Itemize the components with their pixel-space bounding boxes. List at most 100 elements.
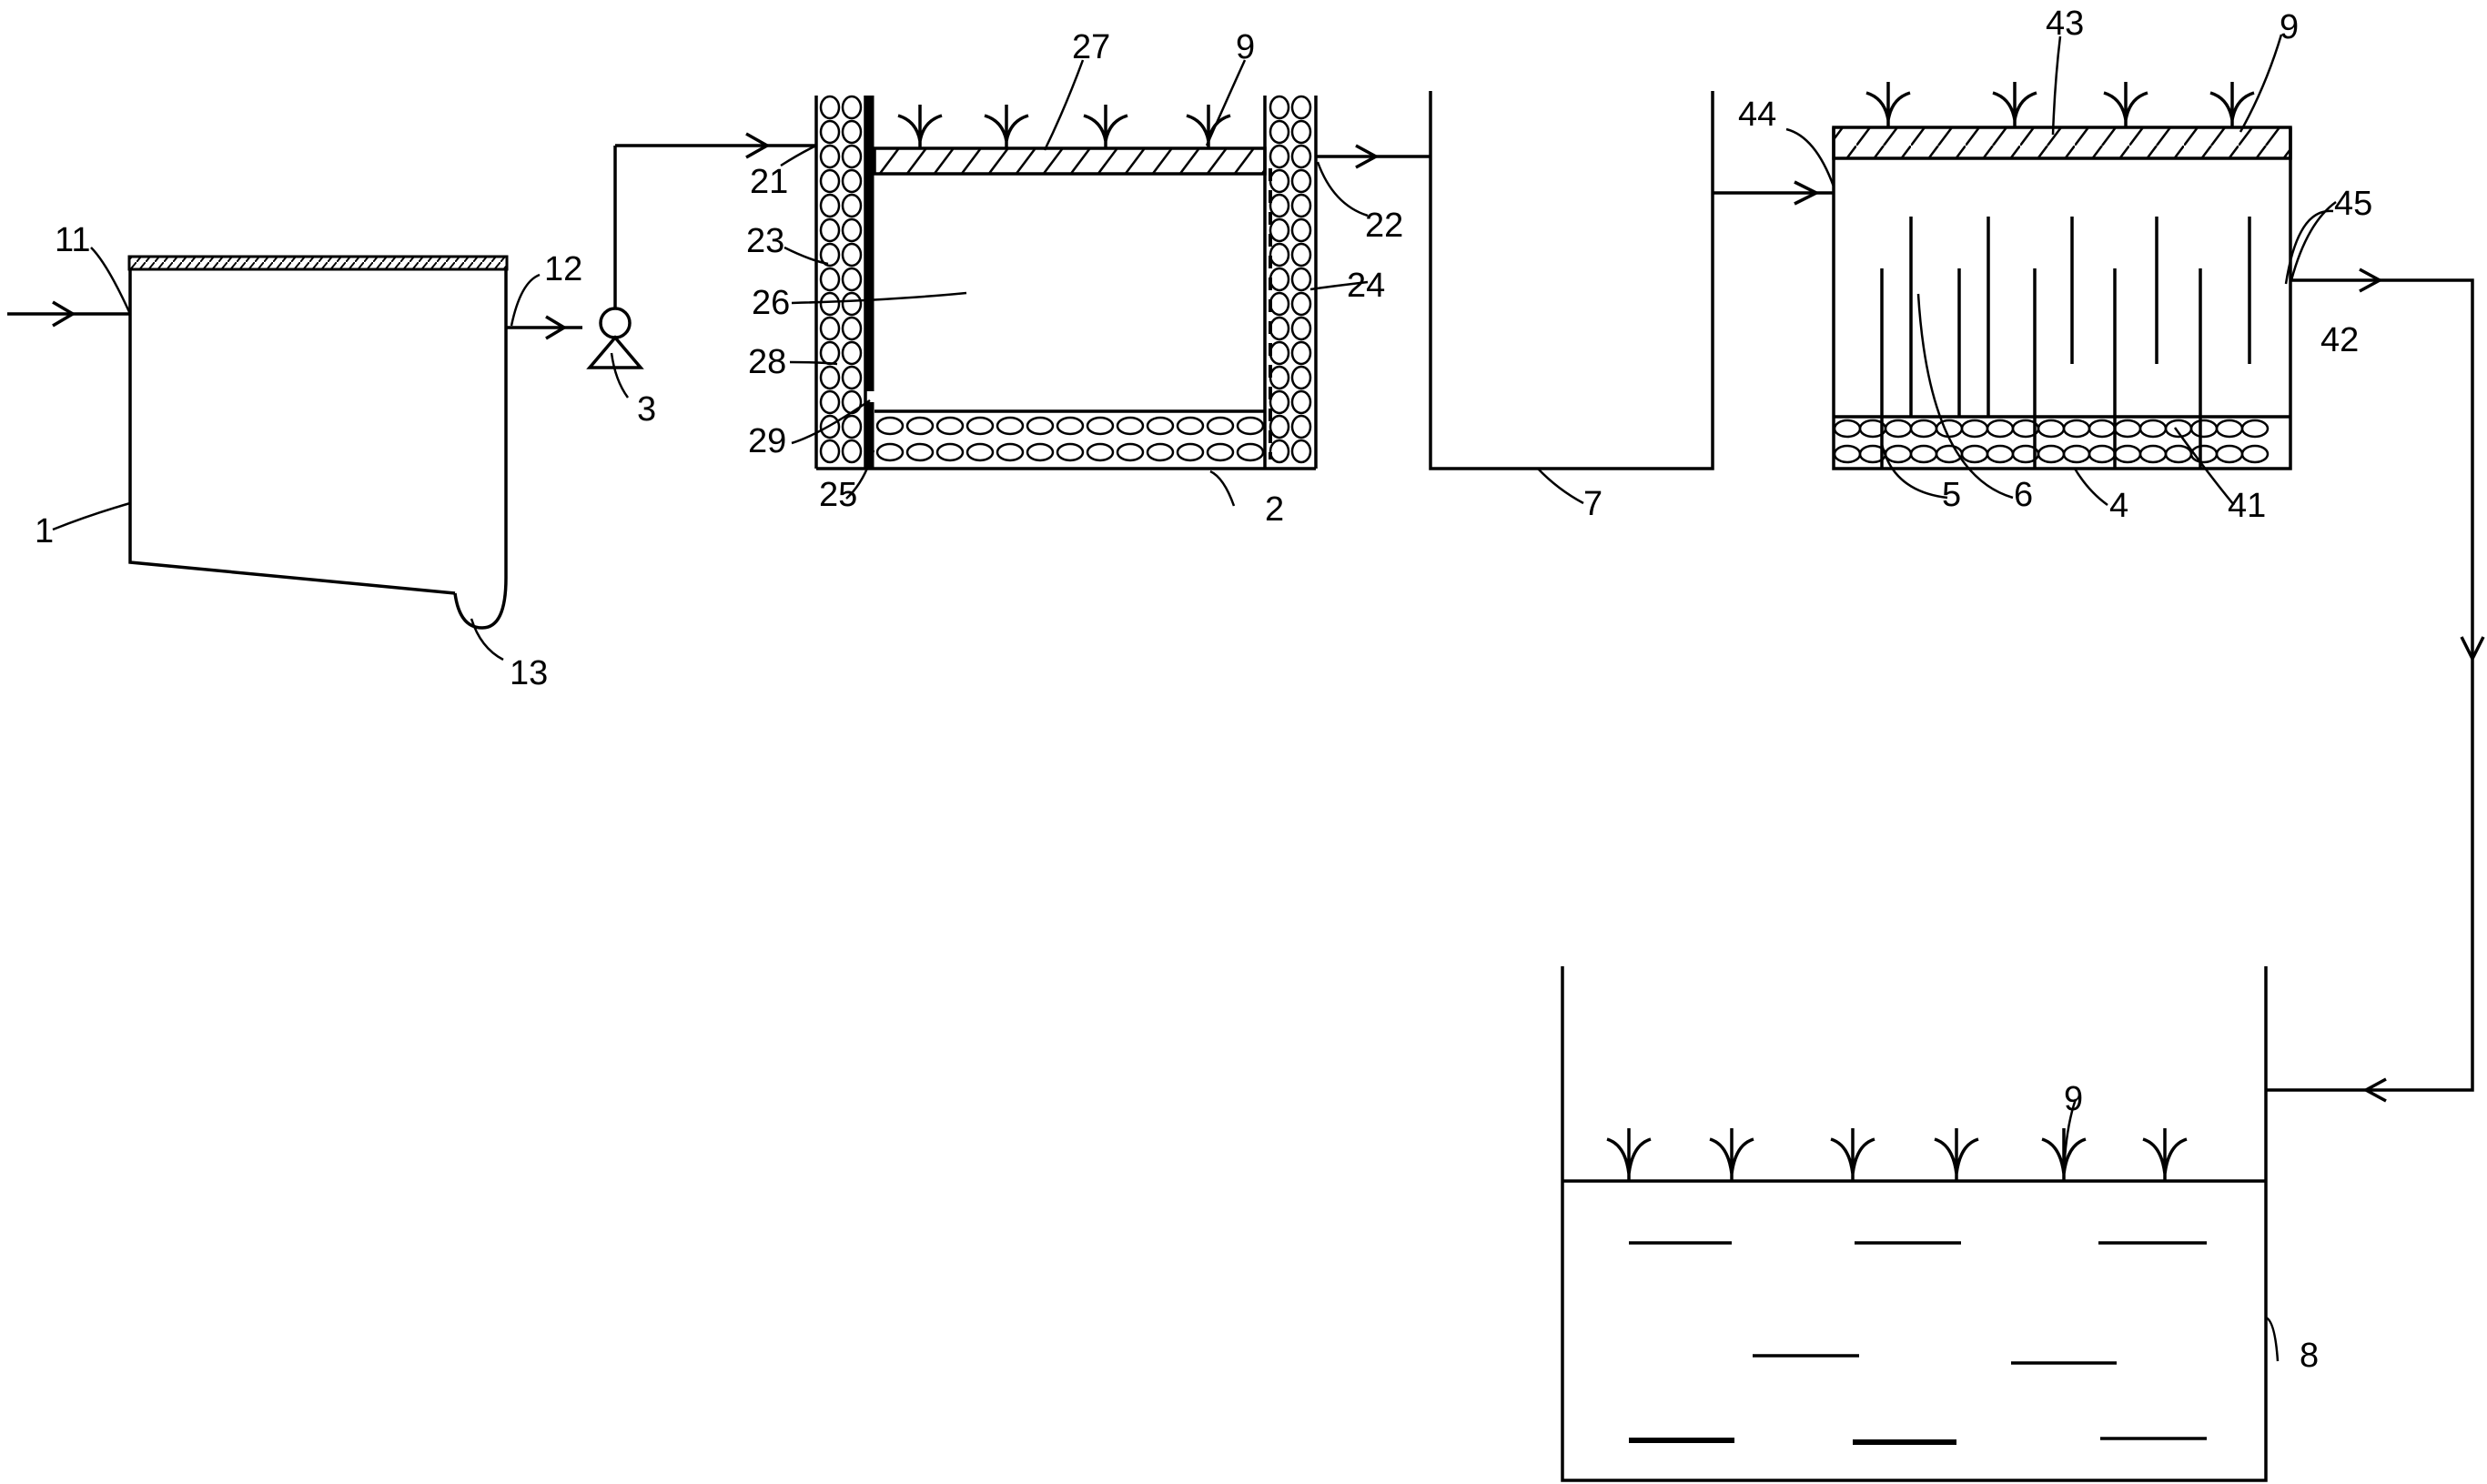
label-7: 7 xyxy=(1583,485,1602,523)
filter-bead xyxy=(1116,442,1145,462)
filter-bead xyxy=(2240,444,2270,464)
filter-bead xyxy=(1290,217,1312,243)
filter-bead xyxy=(2037,419,2066,439)
label-5: 5 xyxy=(1942,476,1961,514)
label-9-pond: 9 xyxy=(2064,1080,2083,1118)
filter-bead xyxy=(819,439,841,464)
plant-icon xyxy=(2209,82,2255,127)
filter-bead xyxy=(935,416,965,436)
plant-icon xyxy=(2142,1128,2188,1181)
filter-bead xyxy=(1909,444,1938,464)
plant-icon xyxy=(897,105,943,148)
filter-bead xyxy=(905,416,935,436)
filter-bead xyxy=(841,168,863,194)
filter-bead xyxy=(819,193,841,218)
filter-bead xyxy=(841,439,863,464)
filter-bead xyxy=(965,442,995,462)
filter-bead xyxy=(1290,267,1312,292)
label-28: 28 xyxy=(748,343,786,381)
filter-bead xyxy=(1236,442,1265,462)
floating-plates xyxy=(1629,1241,2207,1445)
label-4: 4 xyxy=(2109,487,2128,525)
plants-9 xyxy=(897,82,2255,1181)
filter-bead xyxy=(1269,242,1290,268)
filter-bead xyxy=(819,340,841,366)
filter-bead xyxy=(1986,444,2015,464)
filter-bead xyxy=(819,267,841,292)
filter-bead xyxy=(841,144,863,169)
filter-bead xyxy=(1026,442,1055,462)
baffles-5-6 xyxy=(1880,217,2251,469)
plant-icon xyxy=(1709,1128,1754,1181)
filter-bead xyxy=(841,389,863,415)
filter-bead xyxy=(1884,419,1913,439)
filter-bead xyxy=(841,217,863,243)
filter-bead xyxy=(1206,442,1235,462)
label-22: 22 xyxy=(1365,207,1403,245)
filter-bead xyxy=(1290,95,1312,120)
label-21: 21 xyxy=(750,163,788,201)
label-41: 41 xyxy=(2228,487,2266,525)
filter-bead xyxy=(1935,419,1964,439)
reactor-2 xyxy=(814,95,1431,470)
filter-bead xyxy=(819,389,841,415)
filter-bead xyxy=(2189,419,2219,439)
pipe-tank1-to-reactor xyxy=(506,132,816,340)
label-3: 3 xyxy=(637,390,656,429)
plant-icon xyxy=(984,105,1029,148)
label-2: 2 xyxy=(1265,490,1284,529)
filter-bead xyxy=(2215,419,2244,439)
filter-bead xyxy=(1833,444,1862,464)
filter-bead xyxy=(1236,416,1265,436)
filter-bead xyxy=(841,340,863,366)
wetland-4 xyxy=(1832,126,2485,1103)
filter-bead xyxy=(1269,365,1290,390)
filter-bead xyxy=(1290,365,1312,390)
filter-bead xyxy=(1269,193,1290,218)
label-43: 43 xyxy=(2046,5,2084,43)
pump-icon xyxy=(586,307,644,369)
filter-bead xyxy=(819,144,841,169)
filter-bead xyxy=(1884,444,1913,464)
filter-bead xyxy=(875,442,905,462)
filter-bead xyxy=(1176,416,1205,436)
plant-icon xyxy=(1083,105,1128,148)
filter-bead xyxy=(1986,419,2015,439)
filter-bead xyxy=(1116,416,1145,436)
filter-bead xyxy=(2062,444,2091,464)
label-8: 8 xyxy=(2300,1337,2319,1375)
label-25: 25 xyxy=(819,476,857,514)
filter-bead xyxy=(819,365,841,390)
label-9-reactor: 9 xyxy=(1236,28,1255,66)
right-bead-column xyxy=(1269,95,1312,464)
filter-bead xyxy=(1269,439,1290,464)
filter-bead xyxy=(1290,242,1312,268)
filter-bead xyxy=(819,95,841,120)
filter-bead xyxy=(1146,416,1175,436)
hatched-bed-27 xyxy=(873,146,1267,176)
filter-bead xyxy=(1290,389,1312,415)
filter-bead xyxy=(2062,419,2091,439)
bottom-bead-bed xyxy=(875,416,1265,462)
wetland-bead-bed xyxy=(1833,419,2270,464)
filter-bead xyxy=(1146,442,1175,462)
filter-bead xyxy=(1290,414,1312,439)
filter-bead xyxy=(2164,444,2193,464)
label-9-wetland: 9 xyxy=(2280,8,2299,46)
filter-bead xyxy=(841,119,863,145)
label-42: 42 xyxy=(2320,321,2359,359)
filter-bead xyxy=(1176,442,1205,462)
filter-bead xyxy=(819,291,841,317)
filter-bead xyxy=(2088,419,2117,439)
filter-bead xyxy=(841,365,863,390)
filter-bead xyxy=(2113,444,2142,464)
filter-bead xyxy=(1290,193,1312,218)
filter-bead xyxy=(1269,168,1290,194)
filter-bead xyxy=(1086,442,1115,462)
filter-bead xyxy=(1269,316,1290,341)
filter-bead xyxy=(1290,291,1312,317)
filter-bead xyxy=(1056,416,1085,436)
label-13: 13 xyxy=(510,654,548,692)
filter-bead xyxy=(1290,144,1312,169)
